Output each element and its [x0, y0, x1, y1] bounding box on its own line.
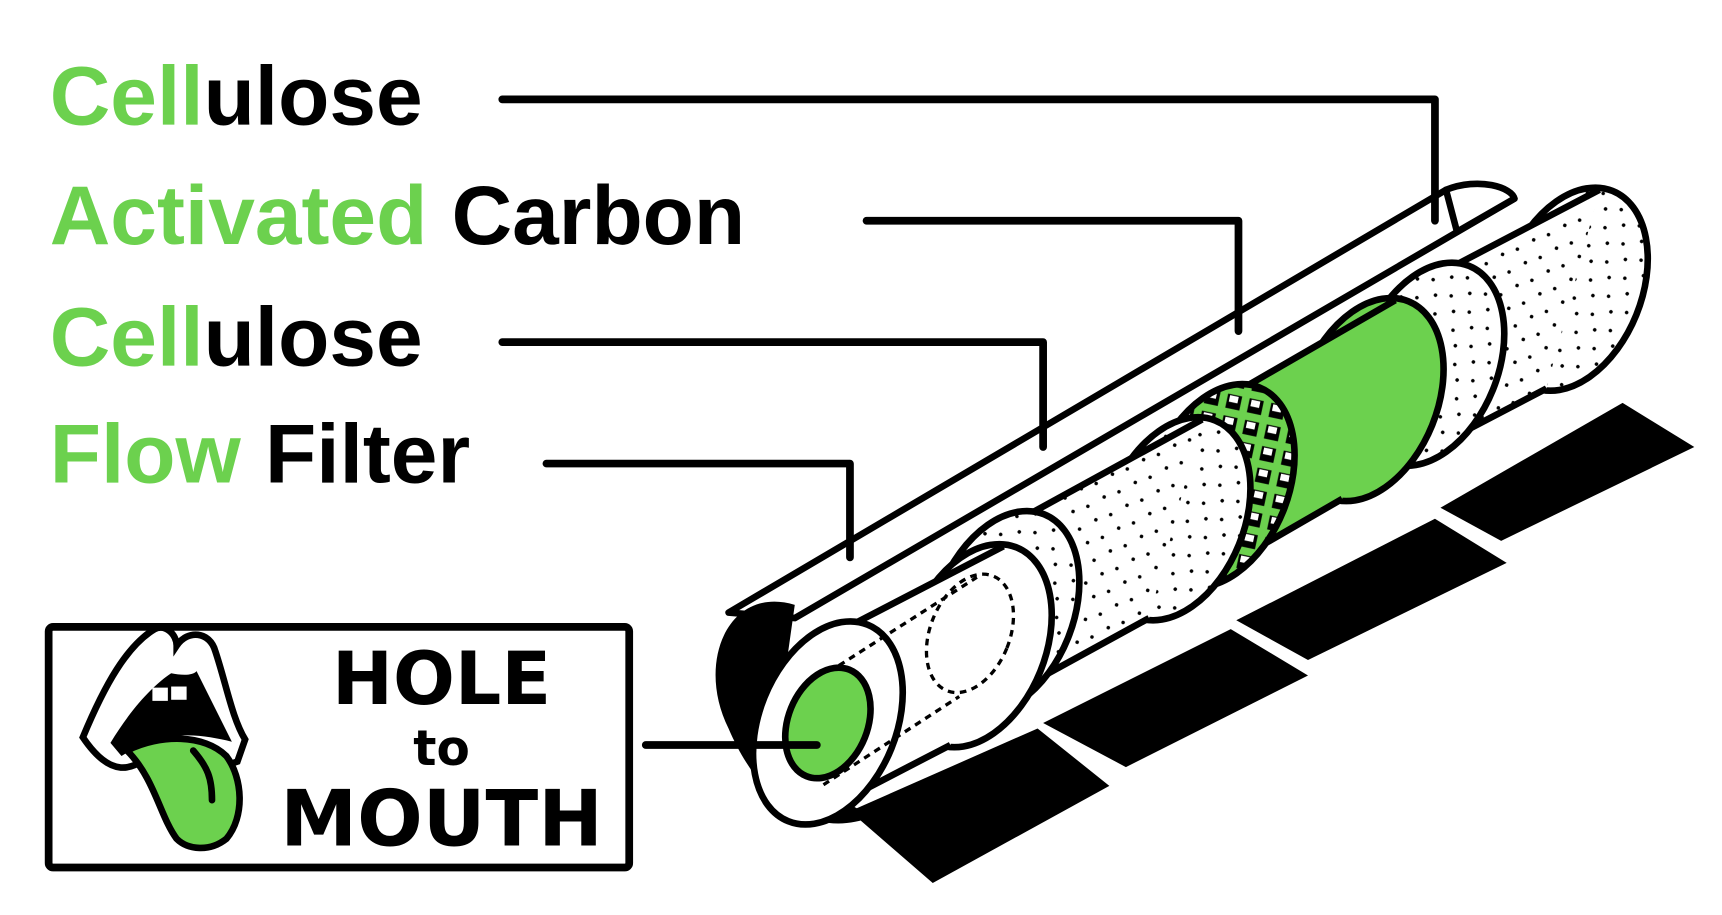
label-cellulose-front: Cellulose: [50, 289, 423, 383]
flow-hole: [781, 664, 874, 782]
segment-flow-filter: [749, 540, 1056, 828]
leader-activated-carbon: [862, 216, 1243, 335]
shadows: [849, 402, 1695, 883]
brand-line3: MOUTH: [280, 774, 603, 864]
brand-line2: to: [413, 721, 470, 777]
leader-flow-filter: [542, 459, 854, 562]
leader-lines: [498, 95, 1439, 749]
brand-line1: HOLE: [332, 637, 551, 722]
mouth-tongue-icon: [79, 624, 249, 852]
segment-cellulose-rear: [1351, 184, 1652, 470]
filter-segments: [749, 184, 1652, 828]
leader-cellulose-front: [498, 338, 1047, 451]
brand-logo: HOLE to MOUTH: [44, 623, 634, 872]
leader-cellulose-rear: [498, 95, 1439, 225]
label-cellulose-rear: Cellulose: [50, 49, 423, 143]
